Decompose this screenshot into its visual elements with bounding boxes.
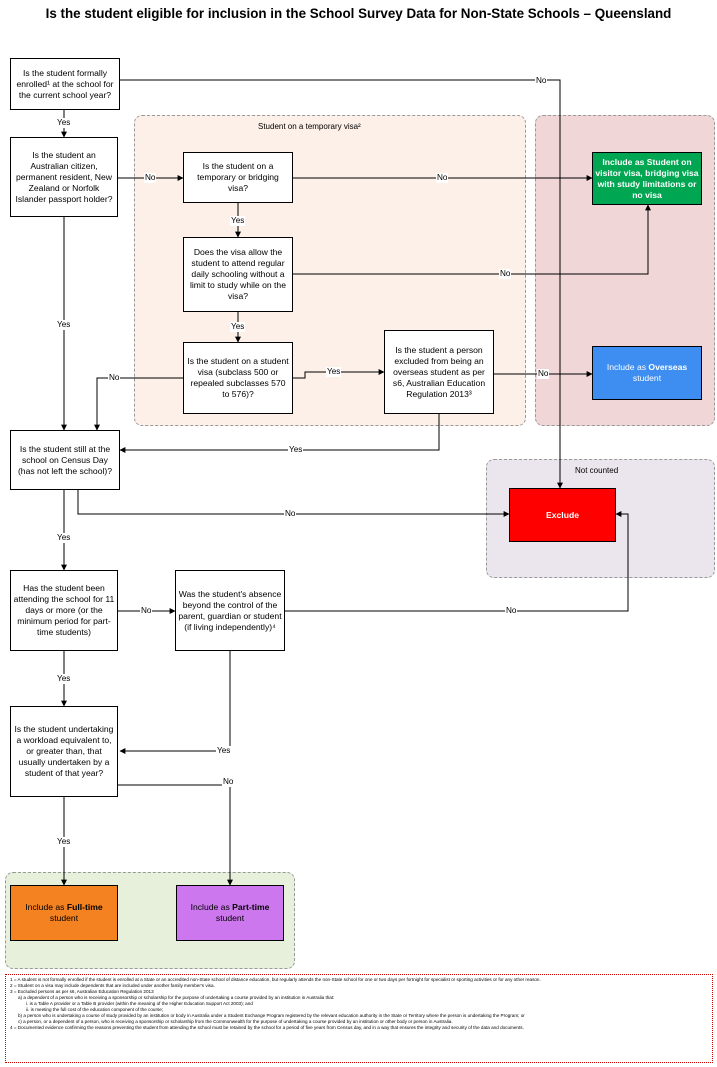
- overseas-outcome: Include as Overseas student: [592, 346, 702, 400]
- overseas-outcome-text: Include as Overseas student: [595, 362, 699, 384]
- census-no-line: [77, 490, 510, 517]
- visa-allow-question: Does the visa allow the student to atten…: [183, 237, 293, 312]
- absence-no-label: No: [505, 606, 518, 616]
- parttime-prefix: Include as: [190, 902, 233, 912]
- exclude-outcome: Exclude: [509, 488, 616, 542]
- visitor-visa-outcome-text: Include as Student on visitor visa, brid…: [595, 156, 699, 200]
- parttime-suffix: student: [215, 913, 245, 923]
- fulltime-prefix: Include as: [25, 902, 67, 912]
- footnote-3: 3 = Excluded persons as per s6, Australi…: [10, 989, 154, 994]
- visa-allow-yes-label: Yes: [230, 322, 246, 332]
- parttime-bold: Part-time: [232, 902, 270, 912]
- fulltime-suffix: student: [49, 913, 79, 923]
- temporary-no-label: No: [436, 173, 449, 183]
- visa-allow-no-line: [293, 204, 651, 275]
- temporary-visa-region-label: Student on a temporary visa²: [258, 122, 361, 131]
- footnote-1: 1 = A student is not formally enrolled i…: [10, 977, 541, 982]
- absence-no-line: [285, 511, 629, 612]
- student-visa-no-line: [94, 377, 183, 431]
- page-title: Is the student eligible for inclusion in…: [45, 6, 672, 21]
- attending-no-label: No: [140, 606, 153, 616]
- footnote-3a-i: i. is a Table A provider or a Table B pr…: [26, 1001, 253, 1006]
- footnote-3a-ii: ii. is meeting the full cost of the educ…: [26, 1007, 164, 1012]
- footnote-3c: c) a person, or a dependent of a person,…: [18, 1019, 453, 1024]
- footnote-3a: a) a dependent of a person who is receiv…: [18, 995, 335, 1000]
- absence-yes-line: [119, 651, 231, 754]
- footnote-3b: b) a person who is undertaking a course …: [18, 1013, 525, 1018]
- citizen-question: Is the student an Australian citizen, pe…: [10, 137, 118, 217]
- citizen-no-label: No: [144, 173, 157, 183]
- workload-question: Is the student undertaking a workload eq…: [10, 706, 118, 797]
- attending-yes-label: Yes: [56, 674, 72, 684]
- student-visa-yes-line: [293, 369, 385, 379]
- parttime-outcome-text: Include as Part-time student: [179, 902, 281, 924]
- temporary-visa-question: Is the student on a temporary or bridgin…: [183, 152, 293, 203]
- citizen-yes-label: Yes: [56, 320, 72, 330]
- visa-allow-no-label: No: [499, 269, 512, 279]
- enrolled-no-line: [120, 79, 563, 489]
- fulltime-bold: Full-time: [66, 902, 103, 912]
- workload-no-label: No: [222, 777, 235, 787]
- census-yes-label: Yes: [56, 533, 72, 543]
- excluded-person-yes-line: [119, 414, 440, 453]
- student-visa-question: Is the student on a student visa (subcla…: [183, 342, 293, 414]
- not-counted-region-label: Not counted: [575, 466, 619, 475]
- footnote-2: 2 = Student on a visa may include depend…: [10, 983, 215, 988]
- census-no-label: No: [284, 509, 297, 519]
- excluded-person-no-label: No: [537, 369, 550, 379]
- excluded-person-yes-label: Yes: [288, 445, 304, 455]
- student-visa-no-label: No: [108, 373, 121, 383]
- fulltime-outcome-text: Include as Full-time student: [13, 902, 115, 924]
- absence-yes-label: Yes: [216, 746, 232, 756]
- footnotes-panel: 1 = A student is not formally enrolled i…: [5, 974, 713, 1063]
- student-visa-yes-label: Yes: [326, 367, 342, 377]
- enrolled-question: Is the student formally enrolled¹ at the…: [10, 58, 120, 110]
- overseas-suffix: student: [632, 373, 662, 383]
- attending-question: Has the student been attending the schoo…: [10, 570, 118, 651]
- workload-yes-label: Yes: [56, 837, 72, 847]
- fulltime-outcome: Include as Full-time student: [10, 885, 118, 941]
- visitor-visa-outcome: Include as Student on visitor visa, brid…: [592, 152, 702, 205]
- excluded-person-question: Is the student a person excluded from be…: [384, 330, 494, 414]
- overseas-prefix: Include as: [606, 362, 649, 372]
- enrolled-yes-label: Yes: [56, 118, 72, 128]
- census-question: Is the student still at the school on Ce…: [10, 430, 120, 490]
- workload-no-line: [118, 784, 233, 886]
- parttime-outcome: Include as Part-time student: [176, 885, 284, 941]
- excluded-person-text: Is the student a person excluded from be…: [392, 344, 486, 399]
- temporary-yes-label: Yes: [230, 216, 246, 226]
- absence-question: Was the student's absence beyond the con…: [175, 570, 285, 651]
- enrolled-no-label: No: [535, 76, 548, 86]
- footnote-4: 4 = Documented evidence confirming the r…: [10, 1025, 524, 1030]
- overseas-bold: Overseas: [648, 362, 688, 372]
